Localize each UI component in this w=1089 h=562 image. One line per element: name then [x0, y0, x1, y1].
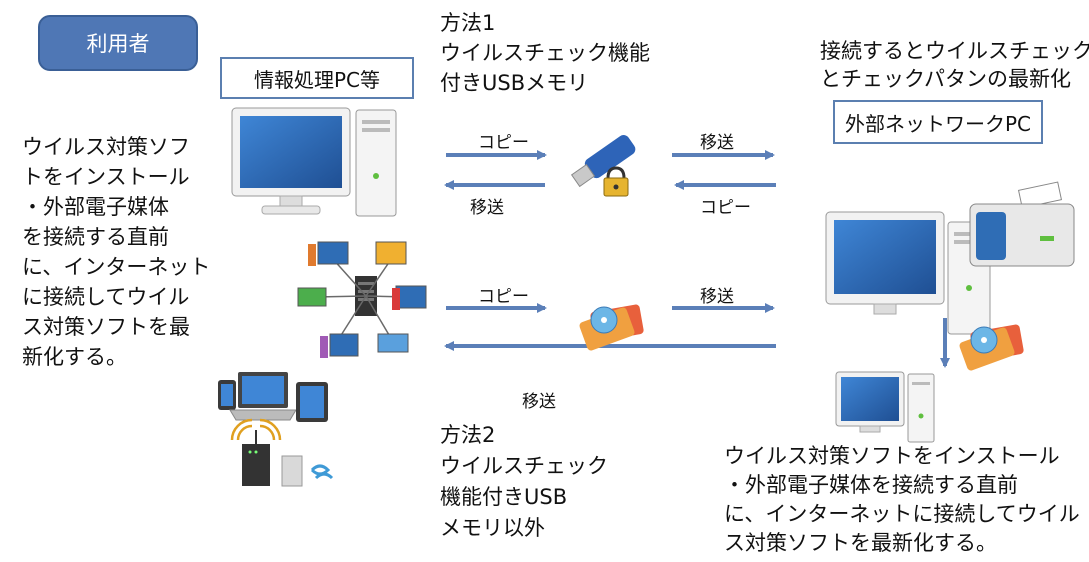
media-cards-icon-right [959, 324, 1024, 371]
media-cards-icon [579, 304, 644, 351]
bottom-right-note-line: に、インターネットに接続してウイル [724, 502, 1080, 526]
left-note-line: トをインストール [22, 165, 190, 189]
method1-line3: 付きUSBメモリ [440, 71, 589, 95]
transfer-label-2: 移送 [700, 133, 734, 153]
method2-title: 方法2 [440, 423, 496, 447]
router-wifi-icon [230, 418, 334, 487]
external-pc-label: 外部ネットワークPC [833, 100, 1043, 144]
external-pc-icon [825, 211, 991, 335]
bottom-right-note-line: ス対策ソフトを最新化する。 [724, 531, 997, 555]
info-pc-icon [231, 107, 397, 217]
left-note-line: を接続する直前 [22, 225, 169, 249]
left-note-line: に、インターネット [22, 255, 211, 279]
method1-title: 方法1 [440, 11, 496, 35]
left-note-line: ウイルス対策ソフ [22, 135, 190, 159]
transfer-label-3: 移送 [700, 287, 734, 307]
transfer-label-1: 移送 [470, 198, 504, 218]
usb-lock-icon [570, 134, 636, 197]
method2-line3: 機能付きUSB [440, 485, 568, 509]
printer-icon [969, 181, 1075, 267]
bottom-right-note: ウイルス対策ソフトをインストール ・外部電子媒体を接続する直前 に、インターネッ… [724, 442, 1080, 558]
copy-label-2: コピー [700, 198, 751, 218]
method2-line2: ウイルスチェック [440, 454, 608, 478]
left-note-line: ・外部電子媒体 [22, 195, 169, 219]
method1-line2: ウイルスチェック機能 [440, 41, 650, 65]
user-badge: 利用者 [38, 15, 198, 71]
left-note-line: ス対策ソフトを最 [22, 315, 190, 339]
small-pc-icon [835, 371, 935, 443]
left-note: ウイルス対策ソフ トをインストール ・外部電子媒体 を接続する直前 に、インター… [22, 132, 210, 372]
mobile-devices-icon [218, 372, 328, 422]
bottom-right-note-line: ウイルス対策ソフトをインストール [724, 444, 1060, 468]
top-right-note-line2: とチェックパタンの最新化 [820, 67, 1071, 91]
copy-label-3: コピー [478, 287, 529, 307]
left-note-line: 新化する。 [22, 345, 127, 369]
network-pcs-icon [297, 241, 427, 358]
left-note-line: に接続してウイル [22, 285, 190, 309]
method2-line4: メモリ以外 [440, 516, 545, 540]
info-pc-label: 情報処理PC等 [220, 57, 414, 99]
copy-label-1: コピー [478, 133, 529, 153]
bottom-right-note-line: ・外部電子媒体を接続する直前 [724, 473, 1018, 497]
top-right-note-line1: 接続するとウイルスチェック [820, 39, 1089, 63]
transfer-label-4: 移送 [522, 392, 556, 412]
